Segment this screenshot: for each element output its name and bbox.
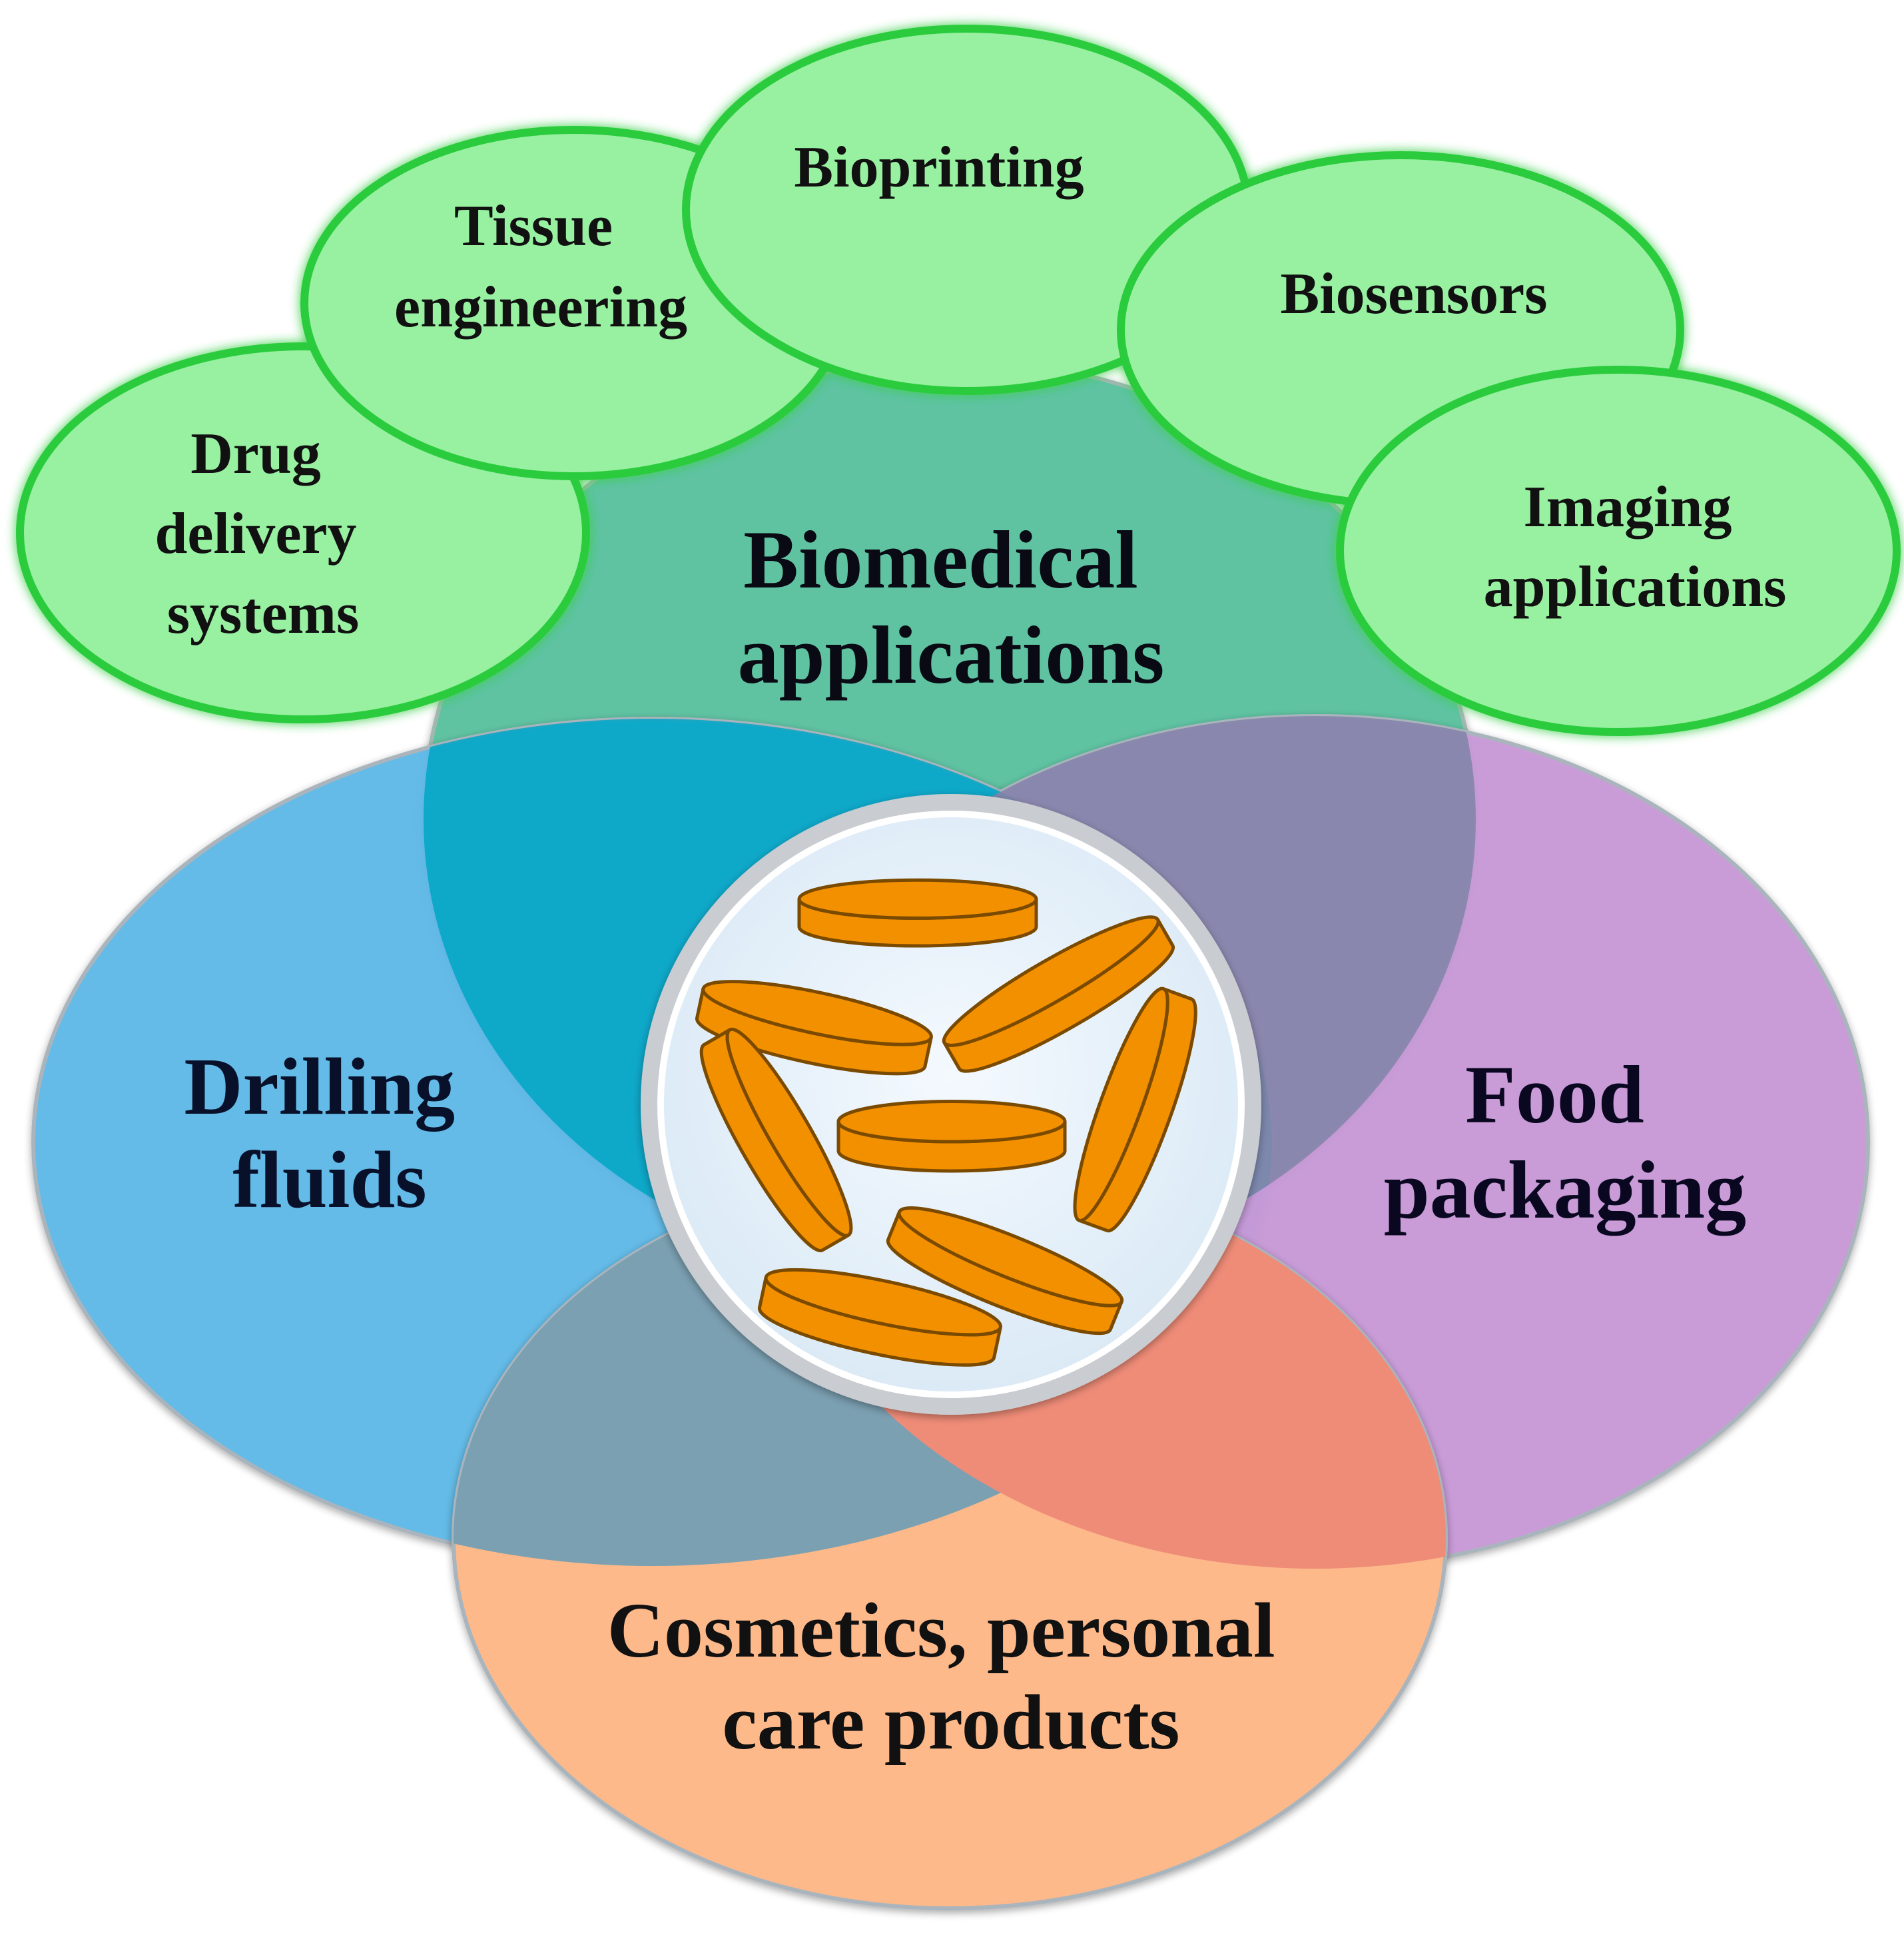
food-line-1: Food [1465, 1049, 1644, 1140]
imaging-label: Imaging applications [1484, 475, 1787, 619]
sub-bubbles [16, 25, 1901, 736]
drug-delivery-line-3: systems [167, 582, 359, 646]
platelet-face [797, 878, 1038, 920]
biosensors-label: Biosensors [1281, 262, 1548, 326]
food-label: Food packaging [1384, 1049, 1746, 1236]
drilling-line-1: Drilling [184, 1042, 455, 1132]
platelet-disc [757, 1268, 1002, 1367]
platelet-face [897, 1206, 1124, 1308]
drug-delivery-label: Drug delivery systems [155, 422, 371, 646]
platelet-disc [836, 1100, 1067, 1173]
platelet-disc [942, 915, 1175, 1073]
bioprinting-label: Bioprinting [794, 135, 1084, 200]
platelet-face [836, 1100, 1067, 1144]
cosmetics-line-2: care products [722, 1679, 1179, 1766]
platelet-face [942, 915, 1160, 1047]
cosmetics-line-1: Cosmetics, personal [607, 1587, 1275, 1674]
platelet-disc [1073, 986, 1197, 1233]
platelet-disc [797, 878, 1038, 948]
food-line-2: packaging [1384, 1144, 1746, 1236]
tissue-engineering-line-2: engineering [394, 275, 687, 340]
biomedical-line-1: Biomedical [743, 514, 1137, 605]
biomedical-label: Biomedical applications [738, 514, 1165, 701]
tissue-engineering-line-1: Tissue [454, 194, 613, 258]
platelet-face [764, 1268, 1002, 1337]
drug-delivery-line-1: Drug [190, 422, 321, 486]
platelet-face [725, 1027, 853, 1238]
biomedical-line-2: applications [738, 609, 1165, 701]
drilling-label: Drilling fluids [184, 1042, 475, 1225]
drilling-line-2: fluids [232, 1135, 427, 1225]
imaging-bubble [1336, 366, 1901, 736]
bioprinting-line-1: Bioprinting [794, 135, 1084, 200]
platelet-face [701, 980, 933, 1046]
tissue-engineering-label: Tissue engineering [394, 194, 687, 340]
drug-delivery-line-2: delivery [155, 502, 356, 566]
biosensors-line-1: Biosensors [1281, 262, 1548, 326]
center-hub [641, 794, 1261, 1415]
nanoclay-platelets-icon [695, 878, 1197, 1367]
imaging-line-2: applications [1484, 555, 1787, 619]
cosmetics-label: Cosmetics, personal care products [607, 1587, 1295, 1766]
platelet-face [1073, 986, 1169, 1222]
platelet-disc [699, 1027, 853, 1252]
platelet-disc [886, 1206, 1124, 1336]
imaging-line-1: Imaging [1524, 475, 1732, 540]
